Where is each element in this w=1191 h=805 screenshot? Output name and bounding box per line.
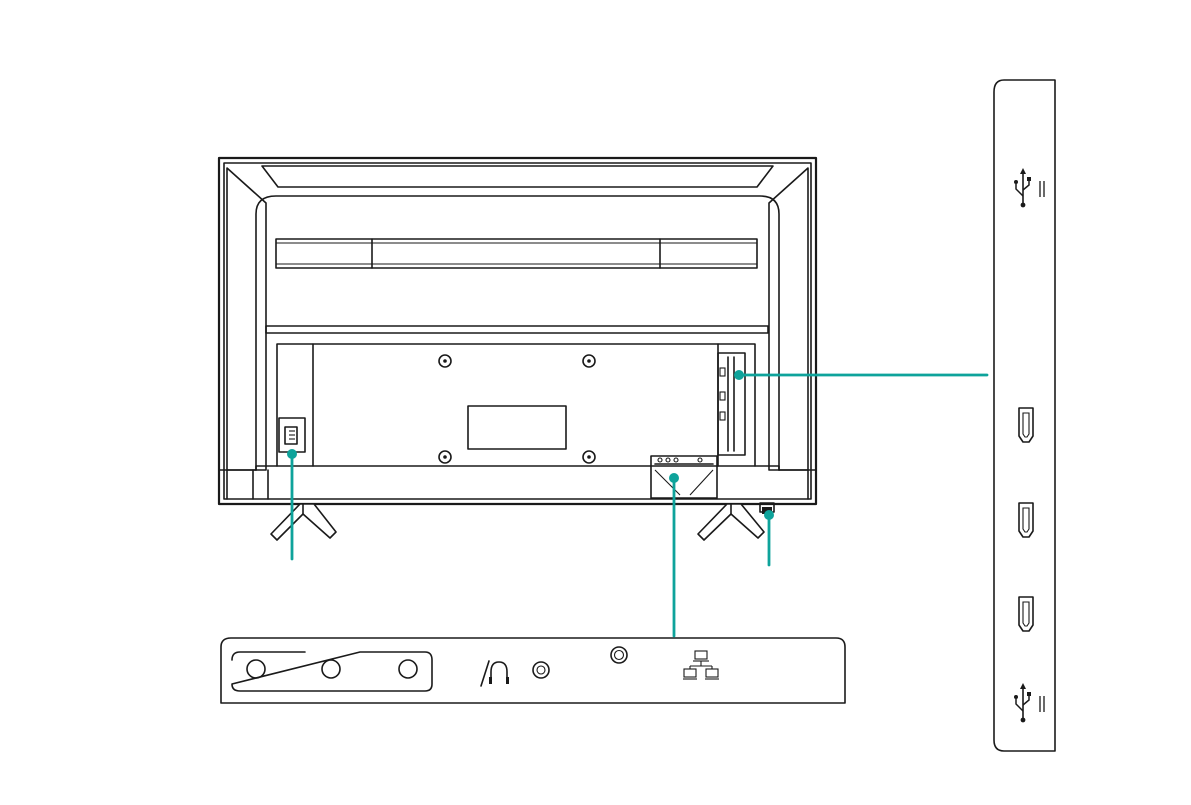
hdmi-port-icon — [1019, 408, 1033, 442]
hdmi-port-icon — [1019, 503, 1033, 537]
hdmi-port-icon — [1019, 597, 1033, 631]
tv-back — [219, 158, 816, 540]
vesa-screw — [583, 451, 595, 463]
av-in-jack — [322, 660, 340, 678]
label-plate — [468, 406, 566, 449]
lan-network-icon — [683, 651, 719, 679]
vesa-screw — [439, 451, 451, 463]
av-in-jack — [247, 660, 265, 678]
left-bevel — [227, 168, 266, 470]
lower-panel — [277, 344, 755, 466]
top-bevel — [262, 166, 773, 187]
bottom-panel — [221, 638, 845, 703]
vesa-screw — [439, 355, 451, 367]
usb-icon — [1014, 168, 1044, 207]
right-bevel — [769, 168, 808, 470]
headphone-icon — [481, 661, 509, 686]
av-in-jack — [399, 660, 417, 678]
side-panel-outline — [994, 80, 1055, 751]
vesa-screw — [583, 355, 595, 367]
callout-right-stand — [764, 510, 774, 565]
callout-side-panel — [734, 370, 987, 380]
av-input-group — [232, 652, 432, 691]
side-panel — [994, 80, 1055, 751]
tv-outer-frame — [219, 158, 816, 504]
usb-icon — [1014, 683, 1044, 722]
antenna-jack — [611, 647, 627, 663]
headphone-jack — [533, 662, 549, 678]
divider-bar — [266, 326, 768, 333]
